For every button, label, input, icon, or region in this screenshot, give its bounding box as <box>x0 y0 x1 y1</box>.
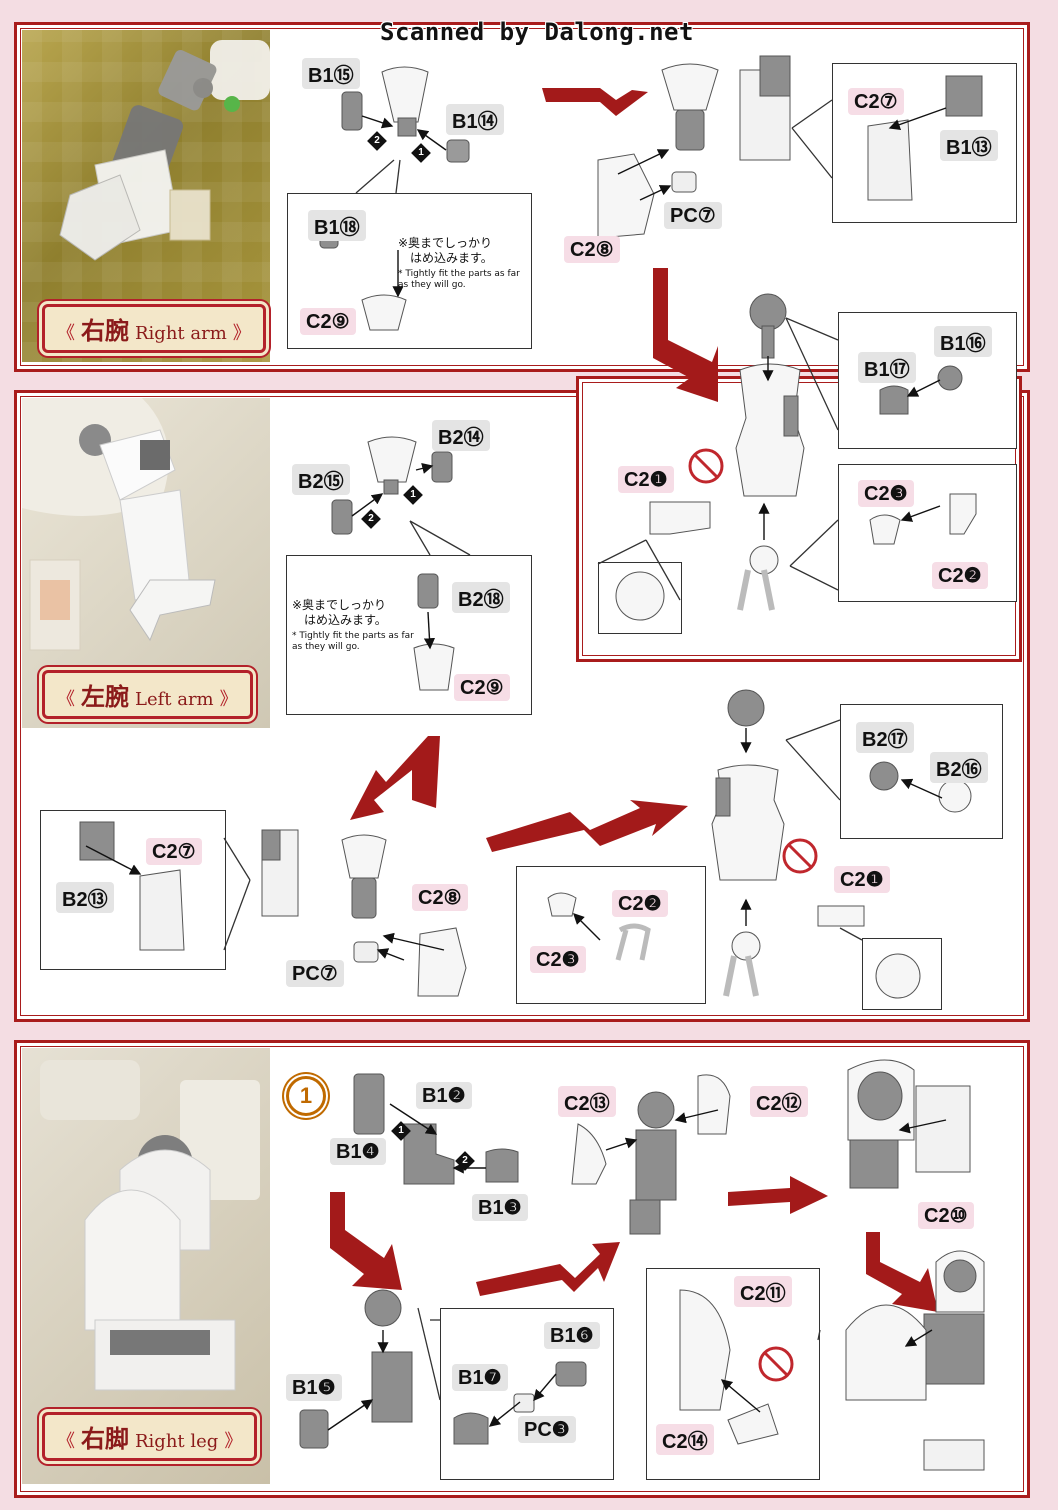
part-tag: C2❷ <box>932 562 988 589</box>
la-fit-note-jp1: ※奥までしっかり <box>292 598 387 612</box>
part-tag: B1❸ <box>472 1194 528 1221</box>
part-tag: B1⑰ <box>858 352 916 383</box>
right-leg-kanji: 右脚 <box>81 1424 129 1453</box>
part-tag: C2❶ <box>618 466 674 493</box>
part-tag: B1❹ <box>330 1138 386 1165</box>
part-tag: B2⑭ <box>432 420 490 451</box>
scan-watermark: Scanned by Dalong.net <box>380 18 694 46</box>
la-detail-box-c2-2 <box>516 866 706 1004</box>
parts-right-arm <box>319 55 983 621</box>
la-fit-note-en: * Tightly fit the parts as far as they w… <box>292 631 414 653</box>
ra-fit-note: ※奥までしっかり はめ込みます。 * Tightly fit the parts… <box>398 236 528 292</box>
order-mark-1: 1 <box>411 143 431 163</box>
no-cut-icons <box>688 448 818 1382</box>
part-tag: B1⑯ <box>934 326 992 357</box>
right-arm-english: Right arm <box>135 323 227 344</box>
order-mark-2: 2 <box>455 1151 475 1171</box>
part-tag: B1⑮ <box>302 58 360 89</box>
ra-fit-note-jp2: はめ込みます。 <box>410 251 493 265</box>
part-tag: B1❷ <box>416 1082 472 1109</box>
part-tag: C2⑪ <box>734 1276 792 1307</box>
parts-right-leg <box>299 1059 985 1471</box>
part-tag: C2⑦ <box>848 88 904 115</box>
part-tag: C2❸ <box>530 946 586 973</box>
order-mark-2: 2 <box>361 509 381 529</box>
part-tag: C2⑫ <box>750 1086 808 1117</box>
part-tag: C2⑧ <box>564 236 620 263</box>
part-tag: C2⑨ <box>454 674 510 701</box>
part-tag: C2⑩ <box>918 1202 974 1229</box>
part-tag: B1❼ <box>452 1364 508 1391</box>
part-tag: B1❻ <box>544 1322 600 1349</box>
part-tag: C2❶ <box>834 866 890 893</box>
part-tag: C2⑧ <box>412 884 468 911</box>
right-arm-kanji: 右腕 <box>81 316 129 345</box>
part-tag: C2⑨ <box>300 308 356 335</box>
step-number-badge: 1 <box>286 1076 326 1116</box>
part-tag: C2⑦ <box>146 838 202 865</box>
part-tag: B1⑱ <box>308 210 366 241</box>
left-arm-kanji: 左腕 <box>81 682 129 711</box>
la-fit-note: ※奥までしっかり はめ込みます。 * Tightly fit the parts… <box>292 598 422 654</box>
part-tag: B2⑰ <box>856 722 914 753</box>
left-arm-english: Left arm <box>135 689 214 710</box>
flow-arrows <box>330 88 938 1312</box>
part-tag: C2❷ <box>612 890 668 917</box>
ra-fit-note-jp1: ※奥までしっかり <box>398 236 493 250</box>
order-mark-1: 1 <box>403 485 423 505</box>
right-leg-english: Right leg <box>135 1431 219 1452</box>
part-tag: C2⑬ <box>558 1086 616 1117</box>
part-tag: B1⑬ <box>940 130 998 161</box>
part-tag: B1❺ <box>286 1374 342 1401</box>
order-mark-1: 1 <box>391 1121 411 1141</box>
ra-fit-note-en: * Tightly fit the parts as far as they w… <box>398 269 520 291</box>
part-tag: C2⑭ <box>656 1424 714 1455</box>
la-fit-note-jp2: はめ込みます。 <box>304 613 387 627</box>
part-tag: C2❸ <box>858 480 914 507</box>
part-tag: B2⑯ <box>930 752 988 783</box>
order-mark-2: 2 <box>367 131 387 151</box>
part-tag: B2⑮ <box>292 464 350 495</box>
part-tag: PC⑦ <box>286 960 344 987</box>
parts-left-arm <box>79 436 972 999</box>
part-tag: B1⑭ <box>446 104 504 135</box>
part-tag: B2⑬ <box>56 882 114 913</box>
la-detail-box-b2-18 <box>286 555 532 715</box>
part-tag: PC❸ <box>518 1416 576 1443</box>
part-tag: B2⑱ <box>452 582 510 613</box>
part-tag: PC⑦ <box>664 202 722 229</box>
